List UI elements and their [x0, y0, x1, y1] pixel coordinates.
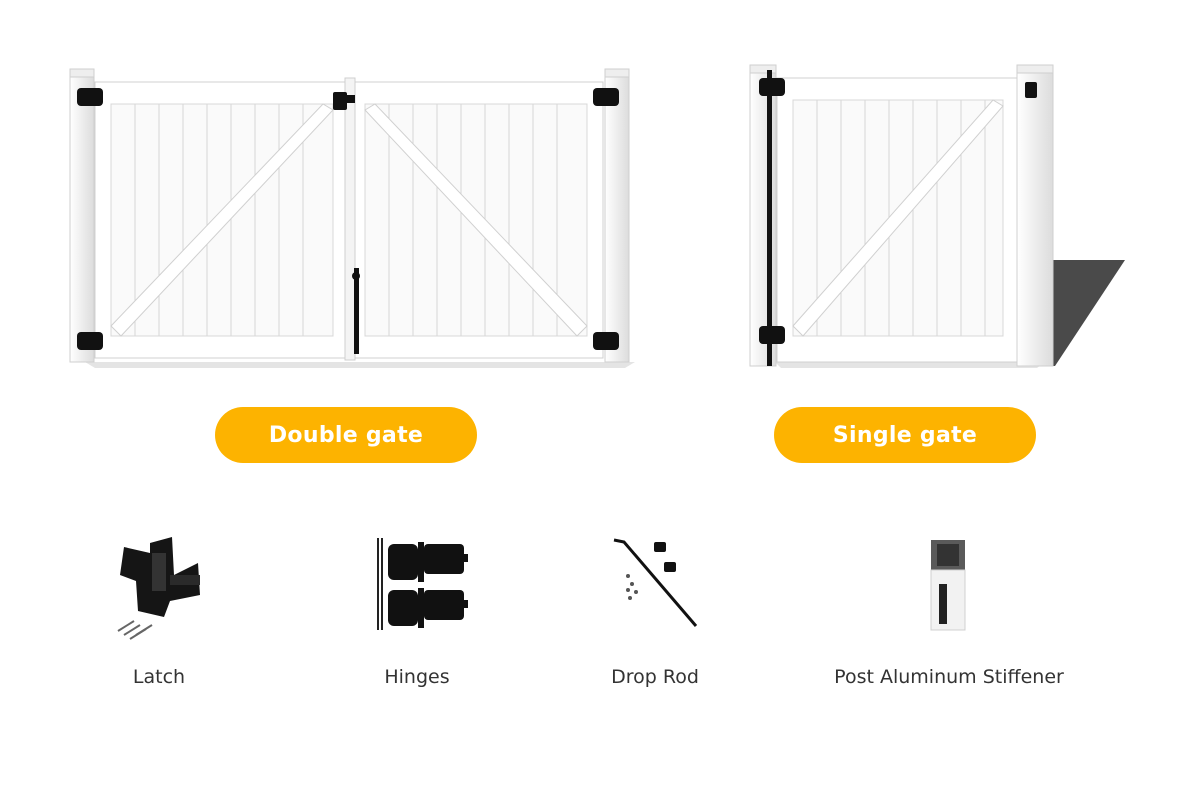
hinges-label: Hinges [384, 666, 450, 688]
post-stiffener-icon [930, 540, 966, 631]
drop-rod-icon [613, 538, 698, 627]
post-stiffener-label: Post Aluminum Stiffener [834, 666, 1064, 688]
single-gate-label: Single gate [832, 422, 978, 448]
hinges-icon [377, 538, 468, 630]
double-gate-illustration [69, 68, 635, 368]
drop-rod-label: Drop Rod [611, 666, 699, 688]
double-gate-label: Double gate [268, 422, 424, 448]
latch-icon [117, 537, 200, 640]
single-gate-illustration [749, 64, 1125, 368]
latch-label: Latch [132, 666, 186, 688]
double-gate-pill[interactable]: Double gate [215, 407, 477, 463]
single-gate-pill[interactable]: Single gate [774, 407, 1036, 463]
